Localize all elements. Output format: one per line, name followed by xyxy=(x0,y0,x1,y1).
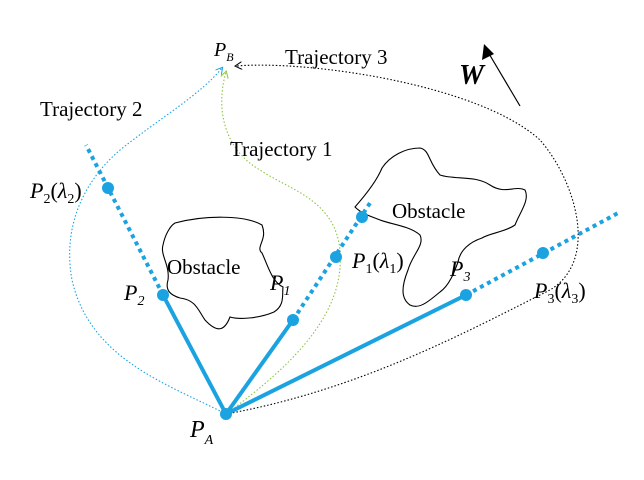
segment-pa-p2 xyxy=(161,294,228,415)
obstacle-right-outline xyxy=(354,147,527,307)
segment-pa-p3 xyxy=(225,293,467,416)
point-p1 xyxy=(287,314,299,326)
obstacle-left-label: Obstacle xyxy=(167,255,240,279)
point-p2-lambda-label: P2(λ2) xyxy=(29,178,82,207)
point-p1-label: P1 xyxy=(269,270,290,299)
ray-p3-extension xyxy=(465,210,621,297)
wind-label: W xyxy=(459,60,486,91)
point-p3-lambda-label: P3(λ3) xyxy=(533,278,586,307)
obstacle-left-outline xyxy=(161,216,284,330)
point-p2 xyxy=(157,289,169,301)
point-p1-lambda-inner xyxy=(330,251,342,263)
point-p3-lambda xyxy=(537,247,549,259)
trajectory-2-label: Trajectory 2 xyxy=(40,97,142,121)
segment-pa-p1 xyxy=(224,318,295,416)
point-p2-label: P2 xyxy=(123,280,144,309)
ray-p2-extension xyxy=(84,144,165,296)
trajectory-1-label: Trajectory 1 xyxy=(230,137,332,161)
point-pb-label: PB xyxy=(213,39,234,64)
obstacle-right-label: Obstacle xyxy=(392,199,465,223)
point-pa xyxy=(220,408,232,420)
point-p2-lambda xyxy=(102,182,114,194)
trajectory-1-path xyxy=(222,72,341,415)
trajectory-2-path xyxy=(69,68,227,415)
point-p1-lambda-label: P1(λ1) xyxy=(351,248,404,277)
point-p3-label: P3 xyxy=(449,256,470,285)
point-p3 xyxy=(460,289,472,301)
trajectory-3-label: Trajectory 3 xyxy=(285,45,387,69)
point-pa-label: PA xyxy=(189,417,214,448)
point-p1-lambda-outer xyxy=(356,211,368,223)
wind-arrow-icon xyxy=(482,44,521,107)
trajectory-3-path xyxy=(225,65,579,415)
